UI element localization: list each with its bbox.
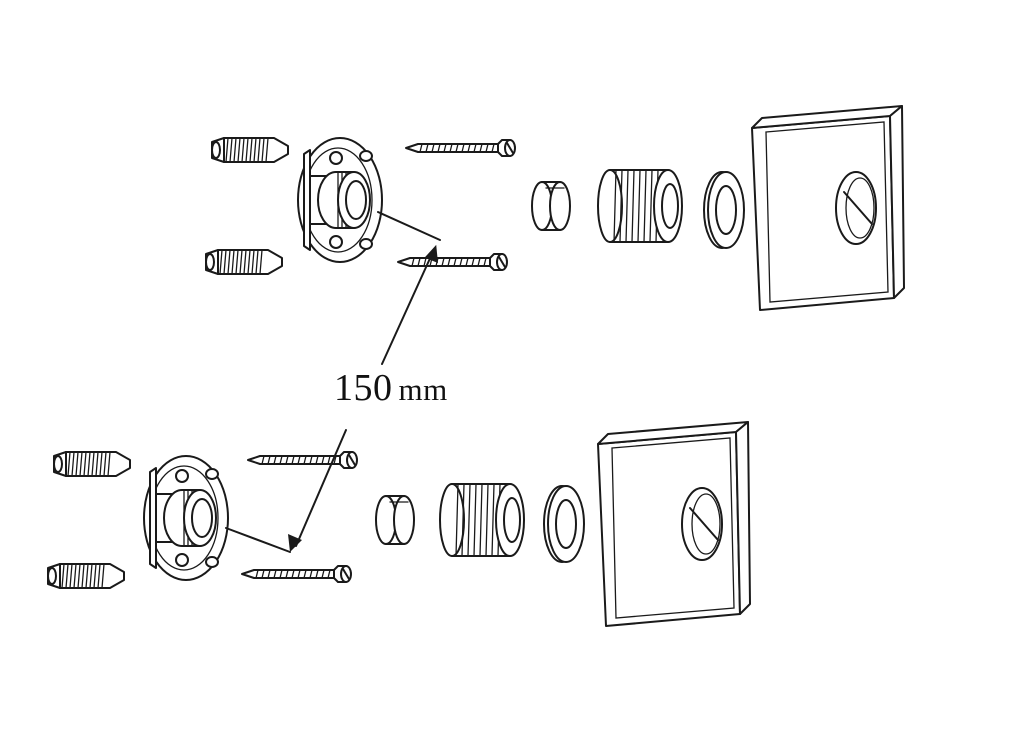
upper-assembly bbox=[205, 105, 905, 311]
cover-plate bbox=[597, 421, 751, 627]
wall-anchor bbox=[53, 451, 131, 477]
dimension-unit: mm bbox=[398, 372, 448, 407]
dimension-value: 150 bbox=[334, 367, 393, 409]
lower-assembly bbox=[47, 421, 751, 627]
fixing-screw bbox=[405, 139, 516, 157]
fixing-screw bbox=[241, 565, 352, 583]
wall-anchor bbox=[205, 249, 283, 275]
wall-anchor bbox=[211, 137, 289, 163]
threaded-connector bbox=[597, 169, 683, 243]
cover-plate bbox=[751, 105, 905, 311]
mounting-flange bbox=[297, 137, 383, 263]
washer bbox=[703, 171, 745, 249]
fixing-screw bbox=[247, 451, 358, 469]
washer bbox=[543, 485, 585, 563]
cap-ring bbox=[375, 495, 415, 545]
cap-ring bbox=[531, 181, 571, 231]
fixing-screw bbox=[397, 253, 508, 271]
dimension-leaders bbox=[225, 211, 441, 553]
threaded-connector bbox=[439, 483, 525, 557]
mounting-flange bbox=[143, 455, 229, 581]
wall-anchor bbox=[47, 563, 125, 589]
